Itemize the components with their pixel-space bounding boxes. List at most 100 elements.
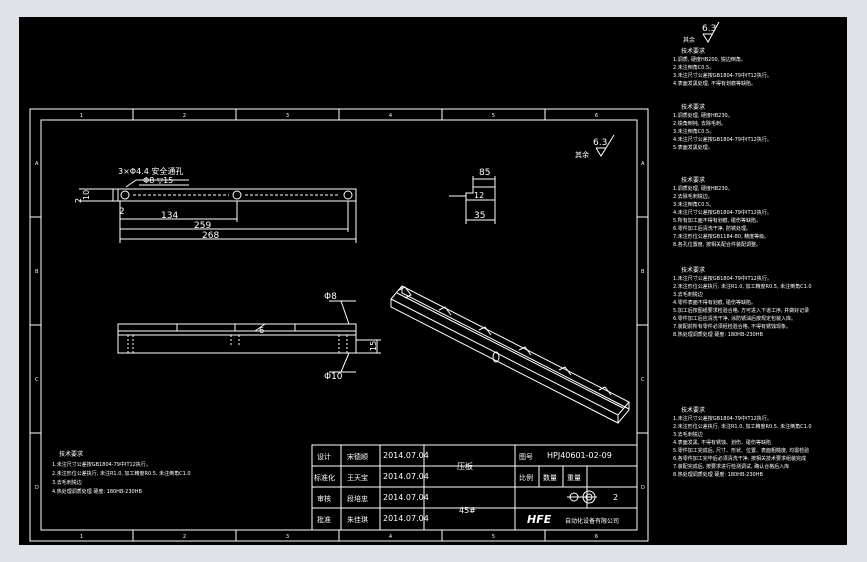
title-block [311, 444, 638, 531]
zone-row-label: C [641, 377, 645, 383]
zone-row-label: B [641, 269, 645, 275]
zone-col-label: 5 [492, 113, 495, 119]
tb-drawing-no-label: 图号 [519, 453, 533, 461]
zone-col-label: 3 [286, 113, 289, 119]
right-surface-value: 6.3 [702, 24, 716, 34]
zone-row-label: A [35, 161, 39, 167]
right-note-line: 4.零件表面不得有划痕, 碰伤等缺陷。 [673, 299, 756, 306]
side-view [449, 176, 496, 224]
right-note-line: 8.各孔位置度, 按相关配合件装配调整。 [673, 241, 761, 248]
right-note-line: 2.未注形位公差执行, 未注R1.0, 加工精度R0.5, 未注倒角C1.0 [673, 283, 812, 290]
dim-phi8: Φ8 [324, 292, 337, 302]
tb-date-2: 2014.07.04 [383, 472, 429, 481]
dim-134: 134 [161, 211, 178, 221]
right-note-title: 技术要求 [681, 406, 705, 414]
right-note-line: 3.去毛刺锐边 [673, 431, 703, 438]
sheet-inner-border [40, 119, 638, 531]
right-note-line: 2.锐角倒钝, 去除毛刺。 [673, 120, 726, 127]
right-note-line: 4.表面发黑处理, 不得有划痕等缺陷。 [673, 80, 756, 87]
tb-count-label: 数量 [543, 473, 557, 482]
zone-col-label: 4 [389, 534, 392, 540]
right-note-line: 6.零件加工后清洗干净, 防锈处理。 [673, 225, 751, 232]
right-note-line: 3.未注尺寸公差按GB1804-79中IT12执行。 [673, 72, 772, 79]
isometric-view [390, 285, 630, 424]
zone-markers [30, 109, 648, 541]
top-view-dims: Φ8 Φ10 6 15 [259, 292, 378, 382]
tb-date-3: 2014.07.04 [383, 493, 429, 502]
tb-drawing-no: HPJ40601-02-09 [547, 451, 612, 460]
sheet-surface-value: 6.3 [593, 138, 607, 148]
zone-col-label: 1 [80, 113, 83, 119]
right-note-line: 1.未注尺寸公差按GB1804-79中IT12执行。 [673, 275, 772, 282]
right-note-line: 7.未注形位公差按GB1184-80, 精度等级。 [673, 233, 769, 240]
front-view-dims: 3×Φ4.4 安全通孔 Φ8 ▽15 10 2 2 134 259 268 [74, 166, 219, 241]
right-note-line: 8.热处理调质处理 硬度: 180HB-230HB [673, 471, 763, 478]
tb-sheet: 2 [613, 493, 618, 502]
dim-left-offset: 2 [74, 198, 83, 203]
zone-col-label: 2 [183, 534, 186, 540]
tb-material: 45# [459, 506, 476, 515]
zone-row-label: A [641, 161, 645, 167]
sheet-surface-label: 其余 [575, 150, 589, 159]
right-note-title: 技术要求 [681, 47, 705, 55]
zone-row-label: C [35, 377, 39, 383]
dim-phi10: Φ10 [324, 372, 343, 382]
sheet-surface-symbol [595, 134, 615, 157]
right-note-line: 3.未注倒角C0.5。 [673, 128, 714, 135]
side-view-dims: 85 12 35 [474, 168, 490, 221]
right-note-line: 7.装配前所有零件必须经检验合格, 不得有锈蚀现象。 [673, 323, 791, 330]
right-note-line: 4.未注尺寸公差按GB1804-79中IT12执行。 [673, 209, 772, 216]
right-note-line: 5.所有加工面不得有划痕, 碰伤等缺陷。 [673, 217, 761, 224]
tb-role-4: 批准 [317, 515, 331, 524]
right-note-line: 1.调质处理, 硬度HB230。 [673, 185, 733, 192]
sheet-tech-title: 技术要求 [59, 450, 83, 458]
zone-row-label: D [641, 485, 645, 491]
tb-name-3: 段培忠 [347, 494, 368, 503]
right-note-line: 7.装配完成后, 按要求进行检测调试, 确认合格后入库 [673, 463, 789, 470]
dim-mid-6: 6 [259, 326, 264, 335]
dim-side-85: 85 [479, 168, 490, 178]
zone-col-label: 5 [492, 534, 495, 540]
right-note-line: 2.去除毛刺锐边。 [673, 193, 713, 200]
zone-col-label: 1 [80, 534, 83, 540]
front-view [79, 179, 357, 243]
dim-holes: 3×Φ4.4 安全通孔 [118, 166, 183, 176]
right-note-line: 4.未注尺寸公差按GB1804-79中IT12执行。 [673, 136, 772, 143]
zone-col-label: 6 [595, 534, 598, 540]
sheet-tech-line-4: 4.热处理调质处理 硬度: 180HB-230HB [52, 488, 142, 495]
tb-role-2: 标准化 [314, 473, 335, 482]
right-note-line: 4.表面发黑, 不得有锈蚀、划伤、碰伤等缺陷 [673, 439, 771, 446]
right-note-line: 1.未注尺寸公差按GB1804-79中IT12执行。 [673, 415, 772, 422]
dim-counterbore: Φ8 ▽15 [143, 176, 173, 185]
dim-side-12: 12 [474, 191, 484, 200]
tb-scale-label: 比例 [519, 473, 533, 482]
zone-col-label: 3 [286, 534, 289, 540]
tb-role-3: 审核 [317, 494, 331, 503]
right-note-line: 5.加工后按图纸要求检验合格, 方可进入下道工序, 并做好记录 [673, 307, 809, 314]
dim-268: 268 [202, 231, 219, 241]
right-note-line: 5.表面发黑处理。 [673, 144, 713, 151]
dim-h12: 2 [119, 207, 125, 217]
right-note-line: 1.调质, 硬度HB200, 锐边倒角。 [673, 56, 746, 63]
tb-date-1: 2014.07.04 [383, 451, 429, 460]
dim-side-35: 35 [474, 211, 485, 221]
tb-name-4: 朱佳琪 [347, 515, 368, 524]
dim-h15: 15 [369, 341, 378, 351]
right-note-line: 1.调质处理, 硬度HB230。 [673, 112, 733, 119]
right-note-line: 8.热处理调质处理 硬度: 180HB-230HB [673, 331, 763, 338]
tb-name-2: 王天宝 [347, 473, 368, 482]
dim-259: 259 [194, 221, 211, 231]
zone-col-label: 2 [183, 113, 186, 119]
tb-company: 自动化设备有限公司 [565, 517, 619, 525]
tb-weight-label: 重量 [567, 474, 581, 482]
sheet-tech-notes: 技术要求 1.未注尺寸公差按GB1804-79中IT12执行。 2.未注形位公差… [52, 450, 191, 495]
zone-row-label: B [35, 269, 39, 275]
sheet-tech-line-1: 1.未注尺寸公差按GB1804-79中IT12执行。 [52, 461, 151, 468]
tb-date-4: 2014.07.04 [383, 514, 429, 523]
right-note-line: 3.去毛刺锐边 [673, 291, 703, 298]
